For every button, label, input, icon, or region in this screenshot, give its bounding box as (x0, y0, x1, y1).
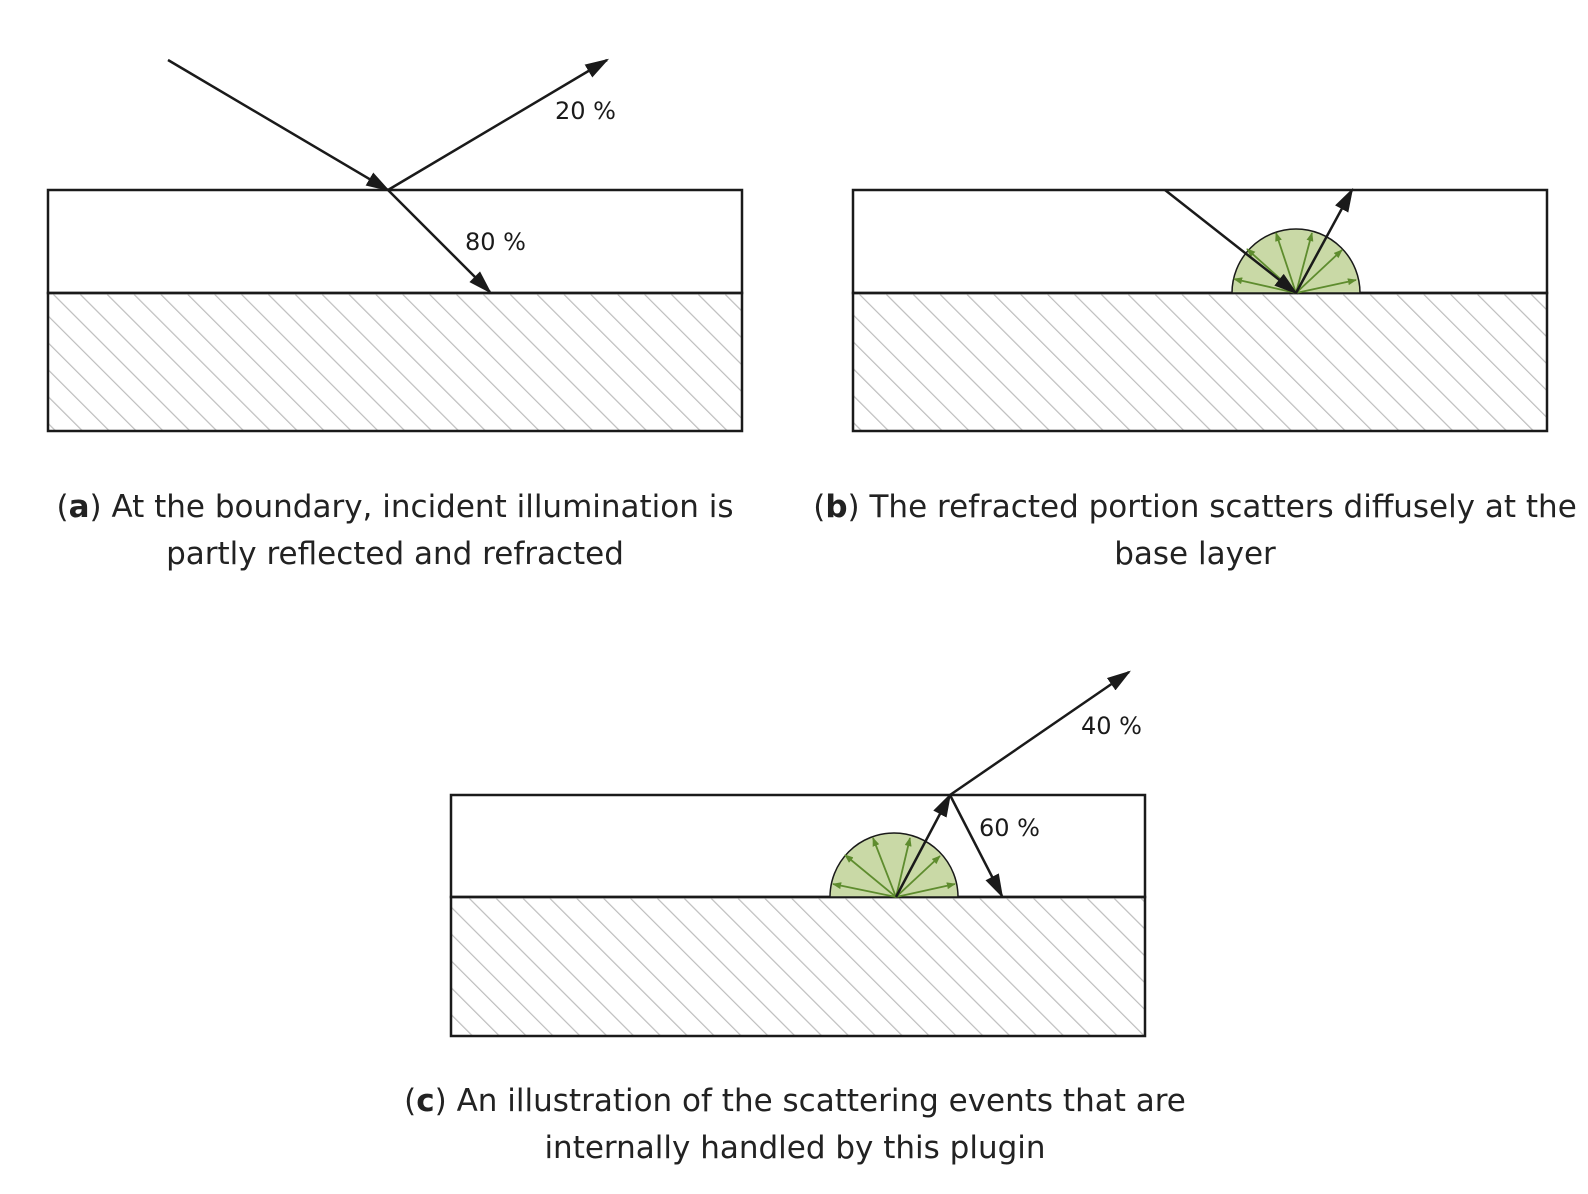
reflected-percent-a: 20 % (555, 97, 616, 125)
base-layer-c (449, 895, 1147, 1038)
reflected-ray-a (387, 58, 610, 192)
refracted-percent-a: 80 % (465, 228, 526, 256)
caption-letter-a: a (68, 489, 90, 525)
internal-reflected-ray-c (948, 794, 1004, 899)
coating-layer-b (851, 188, 1549, 295)
scattered-ray-b (1294, 187, 1354, 294)
scatter-arrow (895, 837, 912, 898)
diffuse-lobe-b (1231, 228, 1361, 294)
caption-letter-b: b (825, 489, 848, 525)
transmitted-percent-c: 40 % (1081, 712, 1142, 740)
panel-b (851, 187, 1549, 433)
caption-a: (a) At the boundary, incident illuminati… (56, 489, 734, 572)
caption-c: (c) An illustration of the scattering ev… (404, 1083, 1186, 1166)
scatter-arrow (1295, 278, 1357, 294)
diffuse-lobe-c (829, 832, 959, 898)
incident-ray-a (167, 58, 391, 192)
panel-a: 20 % 80 % (46, 58, 744, 433)
panel-c: 40 % 60 % (449, 670, 1147, 1038)
refracted-ray-b (1164, 189, 1298, 295)
scattered-ray-c (894, 792, 952, 898)
scatter-arrow (895, 855, 941, 898)
caption-text-c: An illustration of the scattering events… (456, 1083, 1186, 1166)
caption-text-b: The refracted portion scatters diffusely… (869, 489, 1577, 572)
reflected-percent-c: 60 % (979, 814, 1040, 842)
coating-layer-c (449, 793, 1147, 899)
coating-layer-a (46, 188, 744, 295)
scatter-arrow (832, 882, 897, 898)
scatter-arrow (872, 837, 897, 898)
transmitted-ray-c (949, 670, 1131, 797)
base-layer-a (46, 291, 744, 433)
base-layer-b (851, 291, 1549, 433)
scatter-arrows-c (832, 837, 956, 898)
scatter-arrow (1295, 232, 1314, 294)
caption-b: (b) The refracted portion scatters diffu… (813, 489, 1577, 572)
scatter-arrow (895, 882, 956, 898)
caption-text-a: At the boundary, incident illumination i… (111, 489, 734, 572)
scatter-arrow (1295, 249, 1343, 294)
caption-letter-c: c (416, 1083, 435, 1119)
scatter-arrow (844, 854, 897, 898)
refracted-ray-a (387, 189, 492, 294)
